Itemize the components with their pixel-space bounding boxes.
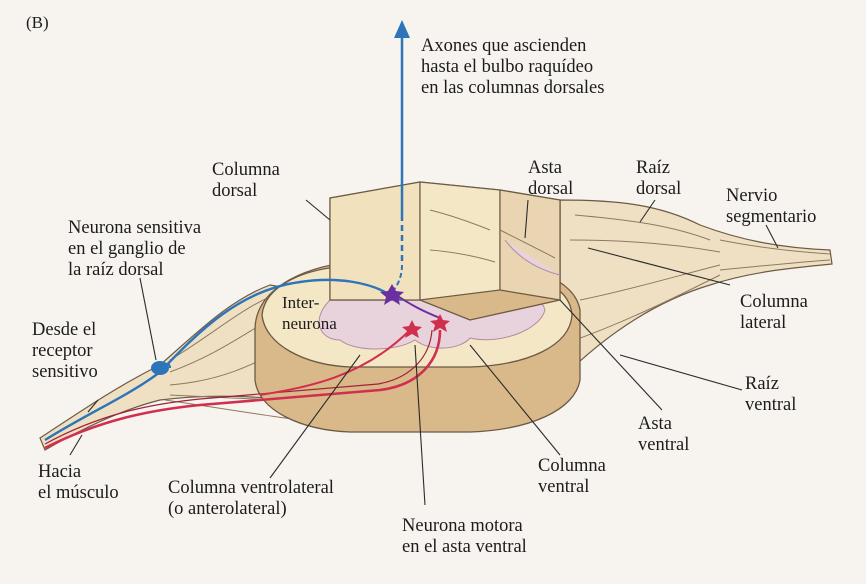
label-asta-dorsal-line-1: Asta bbox=[528, 158, 573, 179]
label-columna-lateral: Columna lateral bbox=[740, 292, 808, 334]
label-axones-line-2: hasta el bulbo raquídeo bbox=[421, 57, 604, 78]
label-raiz-dorsal: Raíz dorsal bbox=[636, 158, 681, 200]
label-columna-dorsal-line-2: dorsal bbox=[212, 181, 280, 202]
label-columna-dorsal-line-1: Columna bbox=[212, 160, 280, 181]
label-axones-line-3: en las columnas dorsales bbox=[421, 78, 604, 99]
label-desde-line-1: Desde el bbox=[32, 320, 98, 341]
label-nervio-segmentario: Nervio segmentario bbox=[726, 186, 816, 228]
label-interneurona: Inter- neurona bbox=[282, 292, 337, 334]
label-asta-ventral-line-1: Asta bbox=[638, 414, 689, 435]
label-hacia-musculo: Hacia el músculo bbox=[38, 462, 119, 504]
label-raiz-dorsal-line-2: dorsal bbox=[636, 179, 681, 200]
label-axones-line-1: Axones que ascienden bbox=[421, 36, 604, 57]
label-columna-lateral-line-1: Columna bbox=[740, 292, 808, 313]
label-nervio-line-1: Nervio bbox=[726, 186, 816, 207]
label-neurona-sensitiva-line-1: Neurona sensitiva bbox=[68, 218, 201, 239]
label-axones: Axones que ascienden hasta el bulbo raqu… bbox=[421, 36, 604, 99]
label-columna-lateral-line-2: lateral bbox=[740, 313, 808, 334]
label-asta-dorsal: Asta dorsal bbox=[528, 158, 573, 200]
label-neurona-motora-line-2: en el asta ventral bbox=[402, 537, 527, 558]
panel-letter: (B) bbox=[26, 12, 49, 33]
label-columna-ventral-line-2: ventral bbox=[538, 477, 606, 498]
label-neurona-motora: Neurona motora en el asta ventral bbox=[402, 516, 527, 558]
label-nervio-line-2: segmentario bbox=[726, 207, 816, 228]
label-neurona-motora-line-1: Neurona motora bbox=[402, 516, 527, 537]
label-neurona-sensitiva: Neurona sensitiva en el ganglio de la ra… bbox=[68, 218, 201, 281]
dorsal-column-block bbox=[330, 182, 560, 320]
label-raiz-dorsal-line-1: Raíz bbox=[636, 158, 681, 179]
label-columna-dorsal: Columna dorsal bbox=[212, 160, 280, 202]
label-neurona-sensitiva-line-2: en el ganglio de bbox=[68, 239, 201, 260]
ganglion-cell-body bbox=[151, 361, 169, 375]
label-desde-line-3: sensitivo bbox=[32, 362, 98, 383]
label-columna-ventral-line-1: Columna bbox=[538, 456, 606, 477]
label-raiz-ventral-line-1: Raíz bbox=[745, 374, 796, 395]
label-desde-line-2: receptor bbox=[32, 341, 98, 362]
label-ventrolateral-line-1: Columna ventrolateral bbox=[168, 478, 334, 499]
label-neurona-sensitiva-line-3: la raíz dorsal bbox=[68, 260, 201, 281]
label-columna-ventrolateral: Columna ventrolateral (o anterolateral) bbox=[168, 478, 334, 520]
label-raiz-ventral: Raíz ventral bbox=[745, 374, 796, 416]
label-asta-ventral-line-2: ventral bbox=[638, 435, 689, 456]
label-desde-receptor: Desde el receptor sensitivo bbox=[32, 320, 98, 383]
label-interneurona-line-1: Inter- bbox=[282, 292, 337, 313]
label-interneurona-line-2: neurona bbox=[282, 313, 337, 334]
label-asta-dorsal-line-2: dorsal bbox=[528, 179, 573, 200]
label-columna-ventral: Columna ventral bbox=[538, 456, 606, 498]
label-hacia-line-2: el músculo bbox=[38, 483, 119, 504]
label-raiz-ventral-line-2: ventral bbox=[745, 395, 796, 416]
label-asta-ventral: Asta ventral bbox=[638, 414, 689, 456]
label-hacia-line-1: Hacia bbox=[38, 462, 119, 483]
label-ventrolateral-line-2: (o anterolateral) bbox=[168, 499, 334, 520]
